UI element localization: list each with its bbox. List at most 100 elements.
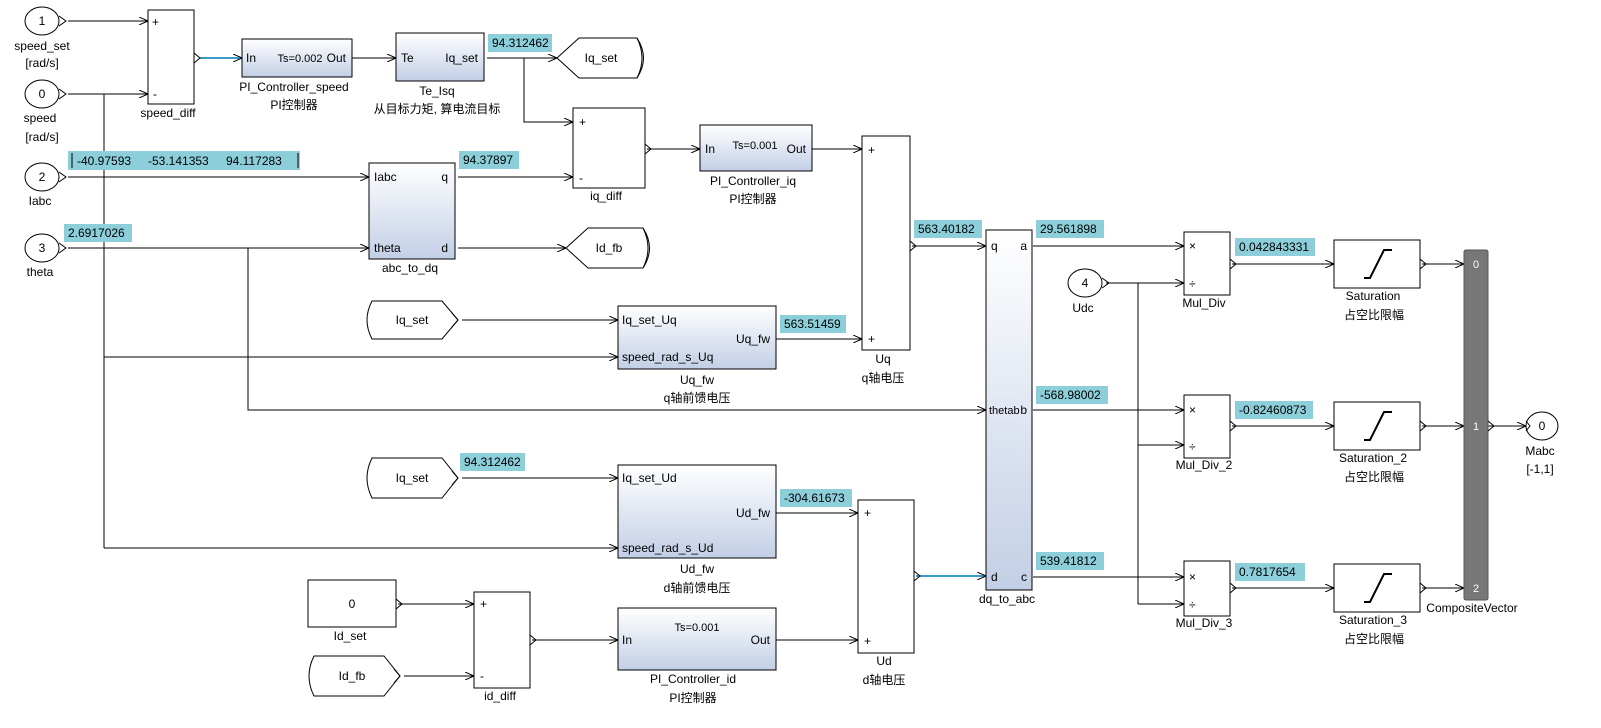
svg-text:-304.61673: -304.61673 (784, 491, 845, 505)
svg-text:-568.98002: -568.98002 (1040, 388, 1101, 402)
signal-value-displays: -40.97593 -53.141353 94.117283 2.6917026… (64, 34, 1315, 581)
mux-port-2: 2 (1473, 583, 1479, 595)
block-name: Mul_Div_2 (1176, 458, 1233, 472)
id-set-constant-block[interactable]: 0 Id_set (307, 579, 403, 643)
from-iq-set-1[interactable]: Iq_set (366, 300, 459, 340)
mux-port-1: 1 (1473, 421, 1479, 433)
in-port-iabc: Iabc (374, 170, 397, 184)
block-name: abc_to_dq (382, 261, 438, 275)
out-port: Uq_fw (736, 332, 770, 346)
value-display-m3: 0.7817654 (1235, 563, 1305, 581)
saturation-block[interactable]: Saturation 占空比限幅 (1333, 239, 1427, 322)
svg-text:29.561898: 29.561898 (1040, 222, 1097, 236)
inport-label: speed (24, 111, 57, 125)
out-port: Out (751, 633, 771, 647)
inport-udc[interactable]: 4 Udc (1067, 268, 1110, 315)
inport-label: speed_set (14, 39, 70, 53)
block-desc: 占空比限幅 (1344, 631, 1404, 646)
dq-to-abc-block[interactable]: q thetab d a b c dq_to_abc (979, 229, 1035, 606)
iq-diff-sum-block[interactable]: + - iq_diff (572, 107, 652, 203)
value-display-iq-set-2: 94.312462 (460, 453, 525, 471)
inport-iabc[interactable]: 2 Iabc (24, 162, 67, 208)
pi-controller-iq-block[interactable]: In Ts=0.001 Out PI_Controller_iq PI控制器 (699, 124, 813, 206)
block-name: iq_diff (590, 189, 622, 203)
inport-unit: [rad/s] (25, 56, 58, 70)
minus-port: - (579, 171, 583, 185)
inport-number: 1 (39, 14, 46, 28)
svg-text:539.41812: 539.41812 (1040, 554, 1097, 568)
ud-fw-block[interactable]: Iq_set_Ud speed_rad_s_Ud Ud_fw Ud_fw d轴前… (617, 464, 777, 595)
mul-div-block[interactable]: × ÷ Mul_Div (1182, 231, 1237, 310)
block-desc: 从目标力矩, 算电流目标 (374, 101, 501, 116)
block-name: dq_to_abc (979, 592, 1035, 606)
value-display-uq: 563.40182 (914, 220, 982, 238)
svg-text:0.7817654: 0.7817654 (1239, 565, 1296, 579)
inport-speed-set[interactable]: 1 speed_set [rad/s] (14, 6, 70, 70)
minus-port: - (480, 669, 484, 683)
block-name: Saturation (1346, 289, 1401, 303)
inport-number: 2 (39, 170, 46, 184)
out-port: Out (787, 142, 807, 156)
value-display-c: 539.41812 (1036, 552, 1104, 570)
out-port-d: d (441, 241, 448, 255)
svg-text:563.51459: 563.51459 (784, 317, 841, 331)
block-name: Saturation_3 (1339, 613, 1407, 627)
out-port: Ud_fw (736, 506, 770, 520)
uq-sum-block[interactable]: + + Uq q轴电压 (861, 135, 917, 385)
svg-text:94.312462: 94.312462 (464, 455, 521, 469)
signal-wires (68, 21, 1526, 676)
goto-iq-set[interactable]: Iq_set (556, 37, 644, 79)
block-name: Id_set (334, 629, 367, 643)
in-port-iq: Iq_set_Ud (622, 471, 677, 485)
speed-diff-sum-block[interactable]: + - speed_diff (140, 9, 201, 120)
saturation-3-block[interactable]: Saturation_3 占空比限幅 (1333, 563, 1427, 646)
inport-label: theta (27, 265, 54, 279)
saturation-icon (1364, 249, 1392, 279)
pi-controller-speed-block[interactable]: In Ts=0.002 Out PI_Controller_speed PI控制… (239, 38, 353, 112)
te-isq-block[interactable]: Te Iq_set Te_Isq 从目标力矩, 算电流目标 (374, 32, 501, 116)
uq-fw-block[interactable]: Iq_set_Uq speed_rad_s_Uq Uq_fw Uq_fw q轴前… (617, 305, 777, 405)
block-desc: q轴电压 (862, 370, 905, 385)
block-name: Ud (876, 654, 891, 668)
out-port-a: a (1020, 239, 1027, 253)
value-display-m1: 0.042843331 (1235, 238, 1315, 256)
in-port: In (622, 633, 632, 647)
block-name: Mul_Div_3 (1176, 616, 1233, 630)
ud-sum-block[interactable]: + + Ud d轴电压 (857, 499, 921, 687)
inport-speed[interactable]: 0 speed [rad/s] (24, 79, 67, 144)
from-id-fb[interactable]: Id_fb (308, 655, 401, 697)
plus-port: + (480, 597, 487, 611)
in-port-q: q (991, 239, 998, 253)
id-diff-sum-block[interactable]: + - id_diff (473, 591, 537, 703)
in-port: In (705, 142, 715, 156)
abc-to-dq-block[interactable]: Iabc theta q d abc_to_dq (368, 162, 456, 275)
saturation-2-block[interactable]: Saturation_2 占空比限幅 (1333, 401, 1427, 484)
mul-div-3-block[interactable]: × ÷ Mul_Div_3 (1176, 560, 1237, 630)
svg-text:94.312462: 94.312462 (492, 36, 549, 50)
value-display-a: 29.561898 (1036, 220, 1104, 238)
constant-value: 0 (349, 597, 356, 611)
block-desc: 占空比限幅 (1344, 307, 1404, 322)
mul-div-2-block[interactable]: × ÷ Mul_Div_2 (1176, 394, 1237, 472)
inport-theta[interactable]: 3 theta (24, 233, 67, 279)
sample-time: Ts=0.002 (278, 53, 323, 65)
goto-id-fb[interactable]: Id_fb (565, 227, 650, 269)
out-port: Out (327, 51, 347, 65)
composite-vector-block[interactable]: 0 1 2 CompositeVector (1426, 249, 1518, 615)
div-port: ÷ (1189, 277, 1196, 291)
tag-label: Id_fb (339, 669, 366, 683)
outport-mabc[interactable]: 0 Mabc [-1,1] (1525, 411, 1559, 476)
value-display-q: 94.37897 (459, 151, 519, 169)
div-port: ÷ (1189, 598, 1196, 612)
value-display-iabc: -40.97593 -53.141353 94.117283 (68, 151, 300, 170)
value-display-uq-fw: 563.51459 (780, 315, 846, 333)
in-port: In (246, 51, 256, 65)
tag-label: Iq_set (585, 51, 618, 65)
mul-port: × (1189, 239, 1196, 253)
pi-controller-id-block[interactable]: In Ts=0.001 Out PI_Controller_id PI控制器 (617, 607, 777, 705)
out-port-b: b (1020, 403, 1027, 417)
from-iq-set-2[interactable]: Iq_set (366, 457, 459, 499)
value-iabc-a: -40.97593 (77, 154, 131, 168)
tag-label: Iq_set (396, 313, 429, 327)
